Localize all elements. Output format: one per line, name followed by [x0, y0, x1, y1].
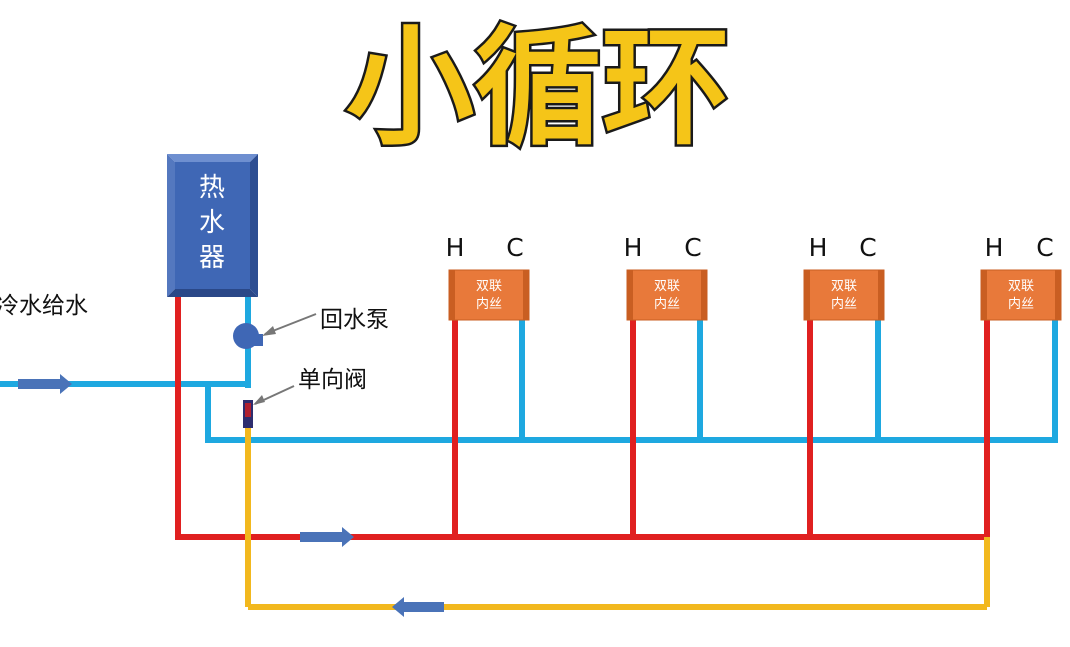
fixture-cold-label: C [859, 233, 876, 262]
fixture-2: H C 双联 内丝 [624, 233, 708, 321]
check-valve-icon [243, 400, 253, 428]
fixture-3: H C 双联 内丝 [803, 233, 885, 321]
fixture-label-line1: 双联 [831, 279, 857, 294]
return-pipe [245, 428, 990, 610]
return-pump-icon [233, 323, 263, 349]
return-pump-label: 回水泵 [320, 307, 389, 333]
fixture-label-line2: 内丝 [831, 296, 857, 312]
fixture-hot-label: H [624, 233, 643, 262]
fixture-cold-label: C [506, 233, 523, 262]
heater-label-2: 水 [199, 208, 225, 238]
water-heater: 热 水 器 [167, 154, 258, 297]
fixture-cold-label: C [1036, 233, 1053, 262]
heater-label-1: 热 [199, 173, 225, 203]
fixture-1: H C 双联 内丝 [446, 233, 530, 321]
flow-arrows [18, 374, 444, 617]
fixture-label-line2: 内丝 [1008, 296, 1034, 312]
fixture-4: H C 双联 内丝 [980, 233, 1062, 321]
hot-flow-arrow [300, 527, 354, 547]
fixture-label-line2: 内丝 [476, 296, 502, 312]
hot-water-pipes [175, 292, 990, 540]
fixture-label-line2: 内丝 [654, 296, 680, 312]
cold-supply-arrow [18, 374, 72, 394]
fixture-hot-label: H [446, 233, 465, 262]
check-valve-label: 单向阀 [298, 367, 367, 393]
return-flow-arrow [392, 597, 444, 617]
fixture-label-line1: 双联 [476, 279, 502, 294]
fixture-hot-label: H [985, 233, 1004, 262]
diagram-title: 小循环 [346, 14, 730, 163]
heater-label-3: 器 [199, 243, 225, 273]
fixture-label-line1: 双联 [654, 279, 680, 294]
fixture-label-line1: 双联 [1008, 279, 1034, 294]
fixture-hot-label: H [809, 233, 828, 262]
fixture-cold-label: C [684, 233, 701, 262]
cold-supply-label: 冷水给水 [0, 293, 88, 319]
